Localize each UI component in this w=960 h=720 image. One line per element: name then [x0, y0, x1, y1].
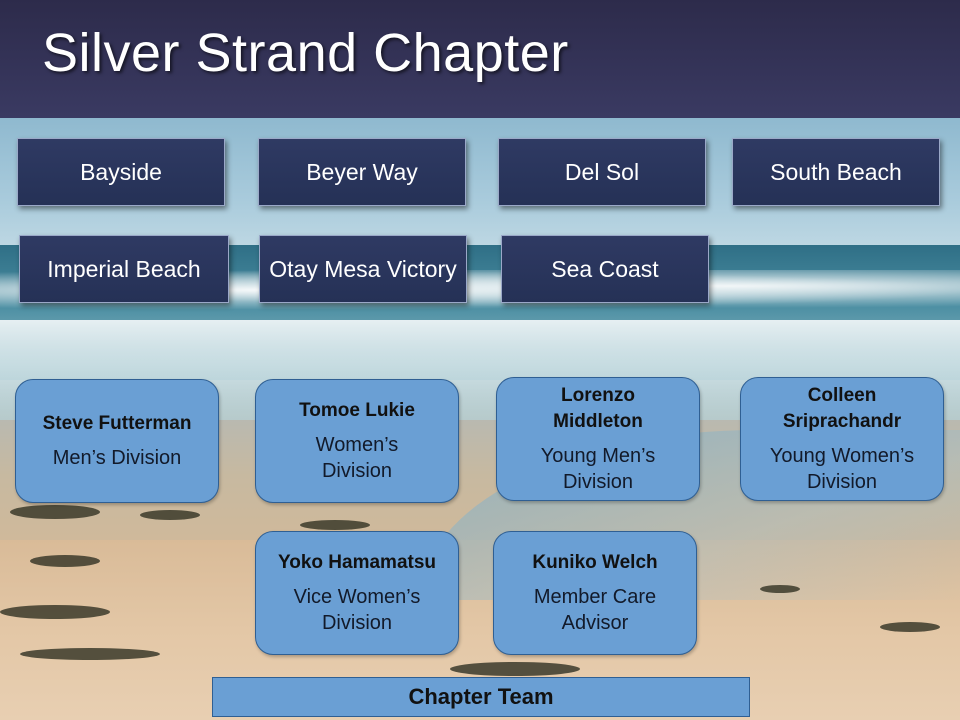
member-name: Lorenzo Middleton	[553, 385, 643, 432]
location-box-south-beach: South Beach	[732, 138, 940, 206]
kelp-patch	[10, 505, 100, 519]
member-role: Men’s Division	[52, 447, 182, 469]
kelp-patch	[300, 520, 370, 530]
location-box-imperial-beach: Imperial Beach	[19, 235, 229, 303]
kelp-patch	[880, 622, 940, 632]
kelp-patch	[760, 585, 800, 593]
member-card: Kuniko Welch Member Care Advisor	[493, 531, 697, 655]
member-card: Lorenzo Middleton Young Men’s Division	[496, 377, 700, 501]
kelp-patch	[0, 605, 110, 619]
member-card: Steve Futterman Men’s Division	[15, 379, 219, 503]
location-box-otay-mesa-victory: Otay Mesa Victory	[259, 235, 467, 303]
member-role: Women’s Division	[315, 434, 399, 482]
member-card: Yoko Hamamatsu Vice Women’s Division	[255, 531, 459, 655]
member-role: Young Men’s Division	[540, 445, 656, 493]
page-title: Silver Strand Chapter	[42, 23, 569, 83]
member-role: Member Care Advisor	[533, 586, 657, 634]
member-name: Tomoe Lukie	[299, 400, 415, 421]
kelp-patch	[20, 648, 160, 660]
kelp-patch	[450, 662, 580, 676]
member-name: Steve Futterman	[42, 413, 192, 434]
location-box-beyer-way: Beyer Way	[258, 138, 466, 206]
title-bar: Silver Strand Chapter	[0, 0, 960, 118]
kelp-patch	[30, 555, 100, 567]
member-name: Kuniko Welch	[532, 552, 658, 573]
member-card: Tomoe Lukie Women’s Division	[255, 379, 459, 503]
member-name: Colleen Sriprachandr	[782, 385, 902, 432]
member-card: Colleen Sriprachandr Young Women’s Divis…	[740, 377, 944, 501]
member-name: Yoko Hamamatsu	[277, 552, 437, 573]
member-role: Vice Women’s Division	[293, 586, 421, 634]
kelp-patch	[140, 510, 200, 520]
location-box-bayside: Bayside	[17, 138, 225, 206]
location-box-sea-coast: Sea Coast	[501, 235, 709, 303]
location-box-del-sol: Del Sol	[498, 138, 706, 206]
chapter-team-banner: Chapter Team	[212, 677, 750, 717]
member-role: Young Women’s Division	[769, 445, 915, 493]
wave-foam	[0, 320, 960, 380]
